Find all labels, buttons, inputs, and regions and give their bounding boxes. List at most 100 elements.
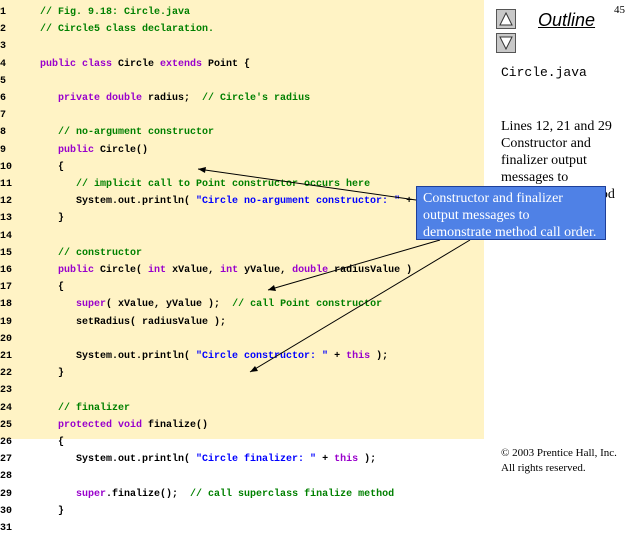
line-number: 8 [0,127,7,139]
line-number: 12 [0,196,13,208]
comment-token: // constructor [58,247,143,259]
code-token: .finalize(); [106,488,191,500]
keyword-token: protected void [58,419,149,431]
code-token: ); [370,351,389,362]
code-token: + [328,351,347,362]
line-number: 13 [0,213,13,225]
keyword-token: private double [58,93,149,104]
line-number: 7 [0,110,7,122]
line-number: 14 [0,230,13,242]
code-token: ); [358,454,377,466]
code-text: protected void finalize() [40,417,208,434]
code-token: System.out.println( [40,454,197,466]
line-number: 21 [0,351,13,362]
code-token: ( xValue, yValue ); [106,299,233,311]
line-number: 27 [0,454,13,466]
keyword-token: super [76,299,107,311]
code-text: { [40,434,64,451]
code-text: } [40,503,64,520]
keyword-token: public class [40,58,119,70]
comment-token: // Circle5 class declaration. [40,24,215,36]
code-token: { [40,437,65,448]
line-number: 16 [0,265,13,276]
comment-token: // Fig. 9.18: Circle.java [40,7,191,18]
code-text: private double radius; // Circle's radiu… [40,90,310,107]
comment-token: // implicit call to Point constructor oc… [76,179,371,190]
line-number: 17 [0,282,13,294]
line-number: 6 [0,93,7,104]
arrowhead-line-12 [198,167,206,173]
string-token: "Circle no-argument constructor: " [196,196,401,208]
code-text: // constructor [40,245,142,262]
code-token: finalize() [148,419,209,431]
code-text: { [40,279,64,296]
string-token: "Circle finalizer: " [196,454,317,466]
next-slide-button[interactable] [496,33,516,53]
file-name-label: Circle.java [501,65,587,80]
keyword-token: public [58,144,101,156]
arrow-to-line-21 [267,239,441,291]
callout-arrows [197,167,471,373]
arrow-to-line-29 [249,239,471,373]
keyword-token: int [220,265,245,276]
line-number: 2 [0,24,7,36]
code-text: } [40,210,64,227]
code-text: // Circle5 class declaration. [40,21,214,38]
code-token: + [316,454,335,466]
arrowhead-line-29 [250,366,258,372]
comment-token: // call superclass finalize method [190,488,395,500]
line-number: 15 [0,247,13,259]
line-number: 3 [0,41,7,53]
comment-token: // Circle's radius [202,93,311,104]
code-text: // Fig. 9.18: Circle.java [40,4,190,21]
code-text: setRadius( radiusValue ); [40,314,226,331]
arrowhead-line-21 [268,285,276,291]
code-token: } [40,505,65,517]
line-number: 24 [0,402,13,414]
code-token: xValue, [172,265,221,276]
keyword-token: super [76,488,107,500]
code-token: Circle() [100,144,149,156]
code-token: radius; [148,93,203,104]
line-number: 23 [0,385,13,397]
code-text: } [40,365,64,382]
code-text: System.out.println( "Circle finalizer: "… [40,451,376,468]
code-token: setRadius( radiusValue ); [40,316,227,328]
line-number: 22 [0,368,13,380]
outline-title: Outline [538,10,596,30]
line-number: 30 [0,505,13,517]
line-number: 9 [0,144,7,156]
copyright-line: © 2003 Prentice Hall, Inc. All rights re… [501,447,617,474]
code-text: super.finalize(); // call superclass fin… [40,486,394,503]
keyword-token: int [148,265,173,276]
line-number: 28 [0,471,13,483]
line-number: 4 [0,58,7,70]
code-text: public Circle( int xValue, int yValue, d… [40,262,412,279]
comment-token: // finalizer [58,402,131,414]
code-token: { [40,161,65,173]
line-number: 25 [0,419,13,431]
line-number: 18 [0,299,13,311]
code-token: radiusValue ) [334,265,413,276]
line-number: 19 [0,316,13,328]
line-number: 29 [0,488,13,500]
string-token: "Circle constructor: " [196,351,329,362]
code-token: System.out.println( [40,196,197,208]
keyword-token: this [334,454,359,466]
line-number: 11 [0,179,13,190]
code-token: yValue, [244,265,293,276]
code-text: // no-argument constructor [40,124,214,141]
code-token: + [400,196,419,208]
keyword-token: extends [160,58,209,70]
code-token [40,489,76,500]
keyword-token: public [58,265,101,276]
line-number: 5 [0,75,7,87]
code-text: System.out.println( "Circle constructor:… [40,348,388,365]
line-number: 10 [0,161,13,173]
comment-token: // call Point constructor [232,299,383,311]
code-text: { [40,159,64,176]
comment-token: // no-argument constructor [58,127,215,139]
slide-number: 45 [614,4,625,16]
previous-slide-button[interactable] [496,9,516,29]
